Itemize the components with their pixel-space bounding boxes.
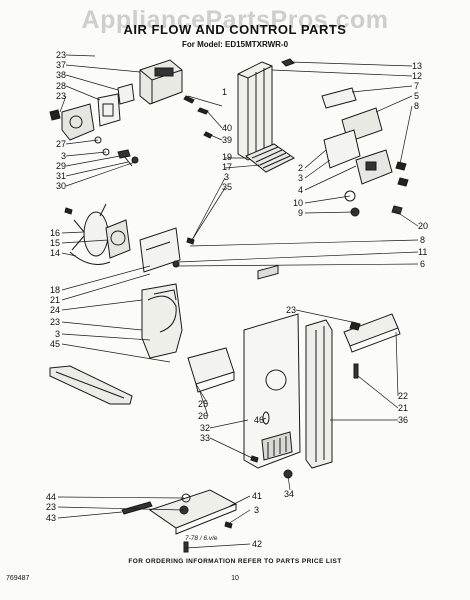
ordering-info-footer: FOR ORDERING INFORMATION REFER TO PARTS … (128, 558, 342, 565)
callout-number: 8 (420, 235, 426, 245)
callout-number: 42 (252, 539, 263, 549)
screws-top-center (183, 95, 213, 139)
callout-number: 24 (49, 305, 60, 315)
air-duct (237, 58, 295, 161)
fan-motor-assembly (64, 203, 131, 265)
date-code: 7-78 / 6.v/e (185, 535, 218, 542)
callout-number: 14 (49, 248, 60, 258)
callout-number: 23 (49, 317, 60, 327)
callout-number: 18 (49, 285, 60, 295)
fan-shroud (141, 283, 183, 359)
callout-number: 27 (55, 139, 66, 149)
callout-number: 30 (55, 181, 66, 191)
reference-number: 769487 (6, 575, 30, 582)
callout-number: 41 (252, 491, 263, 501)
motor-bracket (139, 227, 195, 273)
callout-number: 2 (297, 163, 303, 173)
callout-number: 33 (199, 433, 210, 443)
callout-number: 3 (297, 173, 303, 183)
callout-number: 43 (45, 513, 56, 523)
deflector (187, 347, 235, 393)
callout-number: 46 (254, 415, 265, 425)
bottom-tray (121, 489, 238, 553)
housing-left (49, 93, 121, 141)
callout-number: 3 (54, 329, 60, 339)
callout-number: 1 (222, 87, 228, 97)
callout-number: 20 (418, 221, 429, 231)
callout-number: 21 (49, 295, 60, 305)
callout-number: 3 (224, 172, 230, 182)
callout-number: 11 (418, 247, 428, 257)
callout-number: 36 (398, 415, 409, 425)
callout-number: 3 (60, 151, 66, 161)
callout-number: 32 (199, 423, 210, 433)
callout-number: 8 (414, 101, 420, 111)
watermark-text: AppliancePartsPros.com (81, 6, 389, 34)
callout-number: 38 (55, 70, 66, 80)
diagram-title: AIR FLOW AND CONTROL PARTS (123, 22, 347, 37)
callout-number: 23 (55, 91, 66, 101)
callout-number: 21 (398, 403, 409, 413)
callout-number: 13 (412, 61, 423, 71)
control-bracket-assembly (321, 87, 409, 217)
callout-number: 23 (285, 305, 296, 315)
callout-number: 22 (398, 391, 409, 401)
page-number: 10 (231, 575, 239, 582)
callout-number: 31 (55, 171, 66, 181)
callout-number: 39 (222, 135, 233, 145)
callout-number: 34 (284, 489, 295, 499)
callout-number: 12 (412, 71, 423, 81)
callout-number: 4 (297, 185, 303, 195)
base-rail (49, 365, 133, 405)
callout-number: 37 (55, 60, 66, 70)
callout-number: 9 (297, 208, 303, 218)
model-label: For Model: ED15MTXRWR-0 (181, 40, 289, 49)
callout-number: 5 (414, 91, 420, 101)
callout-number: 26 (197, 411, 208, 421)
small-hardware-left (94, 136, 139, 167)
callout-number: 28 (55, 81, 66, 91)
callout-number: 3 (254, 505, 260, 515)
callout-number: 6 (420, 259, 426, 269)
callout-number: 40 (222, 123, 233, 133)
callout-number: 7 (414, 81, 420, 91)
right-bracket (343, 313, 401, 379)
front-panel (243, 264, 301, 479)
callout-number: 23 (55, 50, 66, 60)
callout-number: 45 (49, 339, 60, 349)
trim-strip (305, 319, 333, 469)
callout-number: 10 (292, 198, 303, 208)
callout-number: 23 (45, 502, 56, 512)
callout-number: 15 (49, 238, 60, 248)
callout-number: 29 (55, 161, 66, 171)
callout-number: 25 (197, 399, 208, 409)
callout-number: 44 (45, 492, 56, 502)
callout-number: 19 (222, 152, 233, 162)
leader-lines (57, 54, 419, 549)
callout-number: 16 (49, 228, 60, 238)
callout-number: 35 (222, 182, 233, 192)
control-housing (117, 59, 183, 105)
callout-number: 17 (222, 162, 233, 172)
